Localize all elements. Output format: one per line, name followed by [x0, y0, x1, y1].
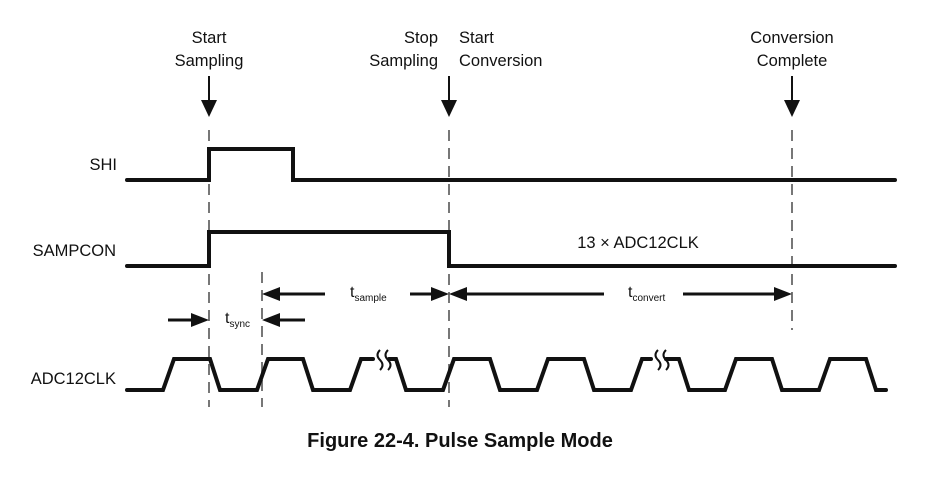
- right-arrow-icon: [191, 313, 209, 327]
- event-label-line1: Stop: [404, 29, 438, 47]
- left-arrow-icon: [262, 287, 280, 301]
- waveform-adc12clk: [664, 357, 888, 392]
- t-sync-dimension: tsync: [168, 310, 305, 330]
- t-convert-dimension: tconvert: [449, 284, 792, 304]
- event-label-line2: Sampling: [369, 52, 438, 70]
- down-arrow-icon: [201, 100, 217, 117]
- time-break-icon: [376, 349, 392, 371]
- t-sample-dimension: tsample: [262, 284, 449, 304]
- t-sync-label: tsync: [225, 310, 250, 330]
- right-arrow-icon: [431, 287, 449, 301]
- event-label-line2: Sampling: [175, 52, 244, 70]
- signal-label-shi: SHI: [89, 156, 117, 174]
- event-start-sampling: Start Sampling: [175, 29, 244, 117]
- t-symbol: t: [225, 310, 230, 327]
- t-subscript: convert: [632, 293, 665, 304]
- event-stop-sampling: Stop Sampling: [369, 29, 438, 70]
- t-symbol: t: [350, 284, 355, 301]
- event-label-line2: Conversion: [459, 52, 542, 70]
- conversion-cycles-label: 13 × ADC12CLK: [577, 234, 699, 252]
- event-label-line1: Start: [459, 29, 494, 47]
- signal-label-adc12clk: ADC12CLK: [31, 370, 116, 388]
- t-subscript: sync: [229, 319, 250, 330]
- t-sample-label: tsample: [350, 284, 387, 304]
- event-label-line2: Complete: [757, 52, 828, 70]
- left-arrow-icon: [262, 313, 280, 327]
- right-arrow-icon: [774, 287, 792, 301]
- t-subscript: sample: [354, 293, 387, 304]
- t-convert-label: tconvert: [628, 284, 665, 304]
- event-label-line1: Start: [192, 29, 227, 47]
- waveform-adc12clk: [387, 357, 653, 392]
- waveform-adc12clk: [125, 357, 375, 392]
- event-start-conversion: Start Conversion: [441, 29, 542, 117]
- figure-caption: Figure 22-4. Pulse Sample Mode: [307, 430, 613, 452]
- waveform-sampcon: [125, 230, 897, 268]
- waveform-shi: [125, 147, 897, 182]
- event-conversion-complete: Conversion Complete: [750, 29, 834, 117]
- signal-label-sampcon: SAMPCON: [33, 242, 116, 260]
- t-symbol: t: [628, 284, 633, 301]
- event-label-line1: Conversion: [750, 29, 833, 47]
- down-arrow-icon: [441, 100, 457, 117]
- left-arrow-icon: [449, 287, 467, 301]
- down-arrow-icon: [784, 100, 800, 117]
- time-break-icon: [654, 349, 670, 371]
